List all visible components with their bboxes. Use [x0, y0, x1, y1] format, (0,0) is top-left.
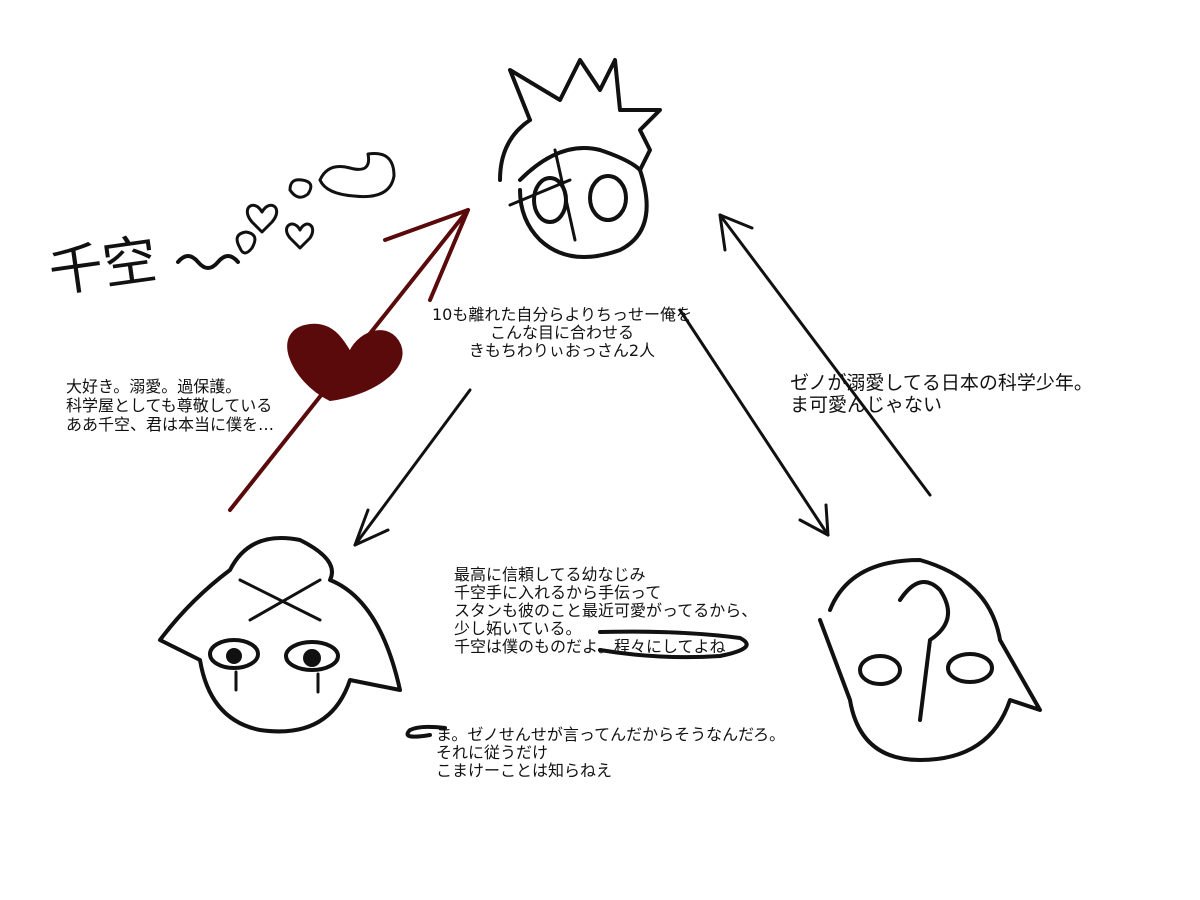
cloud-heart-icon	[318, 151, 396, 199]
handwritten-title: 千空	[45, 151, 396, 305]
note-top-character: 10も離れた自分らよりちっせー俺を こんな目に合わせる きもちわりぃおっさん2人	[432, 305, 693, 360]
title-name: 千空	[45, 227, 161, 304]
arrow-top-to-left	[353, 388, 472, 547]
arrow-right-to-top	[718, 213, 932, 497]
small-loop-icon	[288, 178, 313, 199]
character-top-face	[498, 58, 662, 260]
left-eye-icon	[208, 638, 260, 670]
arrows	[353, 213, 932, 547]
red-heart-arrow	[228, 208, 470, 512]
swooshes	[405, 629, 749, 739]
right-face-right-eye-icon	[946, 652, 994, 684]
title-tilde-icon	[176, 254, 240, 270]
right-face-left-eye-icon	[858, 654, 902, 686]
character-left-face	[158, 536, 402, 734]
arrow-top-to-right	[678, 308, 830, 537]
note-bottom: ま。ゼノせんせが言ってんだからそうなんだろ。 それに従うだけ こまけーことは知ら…	[436, 725, 786, 780]
character-right-face	[818, 558, 1042, 762]
top-right-eye-icon	[588, 174, 628, 222]
right-eye-icon	[284, 640, 340, 672]
note-right-character: ゼノが溺愛してる日本の科学少年。 ま可愛んじゃない	[790, 372, 1093, 417]
heart-doodle-icon-2	[285, 222, 315, 250]
small-circle-icon	[235, 230, 257, 255]
heart-icon	[287, 323, 403, 402]
heart-doodle-icon	[245, 203, 279, 234]
note-middle: 最高に信頼してる幼なじみ 千空手に入れるから手伝って スタンも彼のこと最近可愛が…	[454, 565, 758, 656]
note-left-character: 大好き。溺愛。過保護。 科学屋としても尊敬している ああ千空、君は本当に僕を…	[66, 377, 275, 434]
